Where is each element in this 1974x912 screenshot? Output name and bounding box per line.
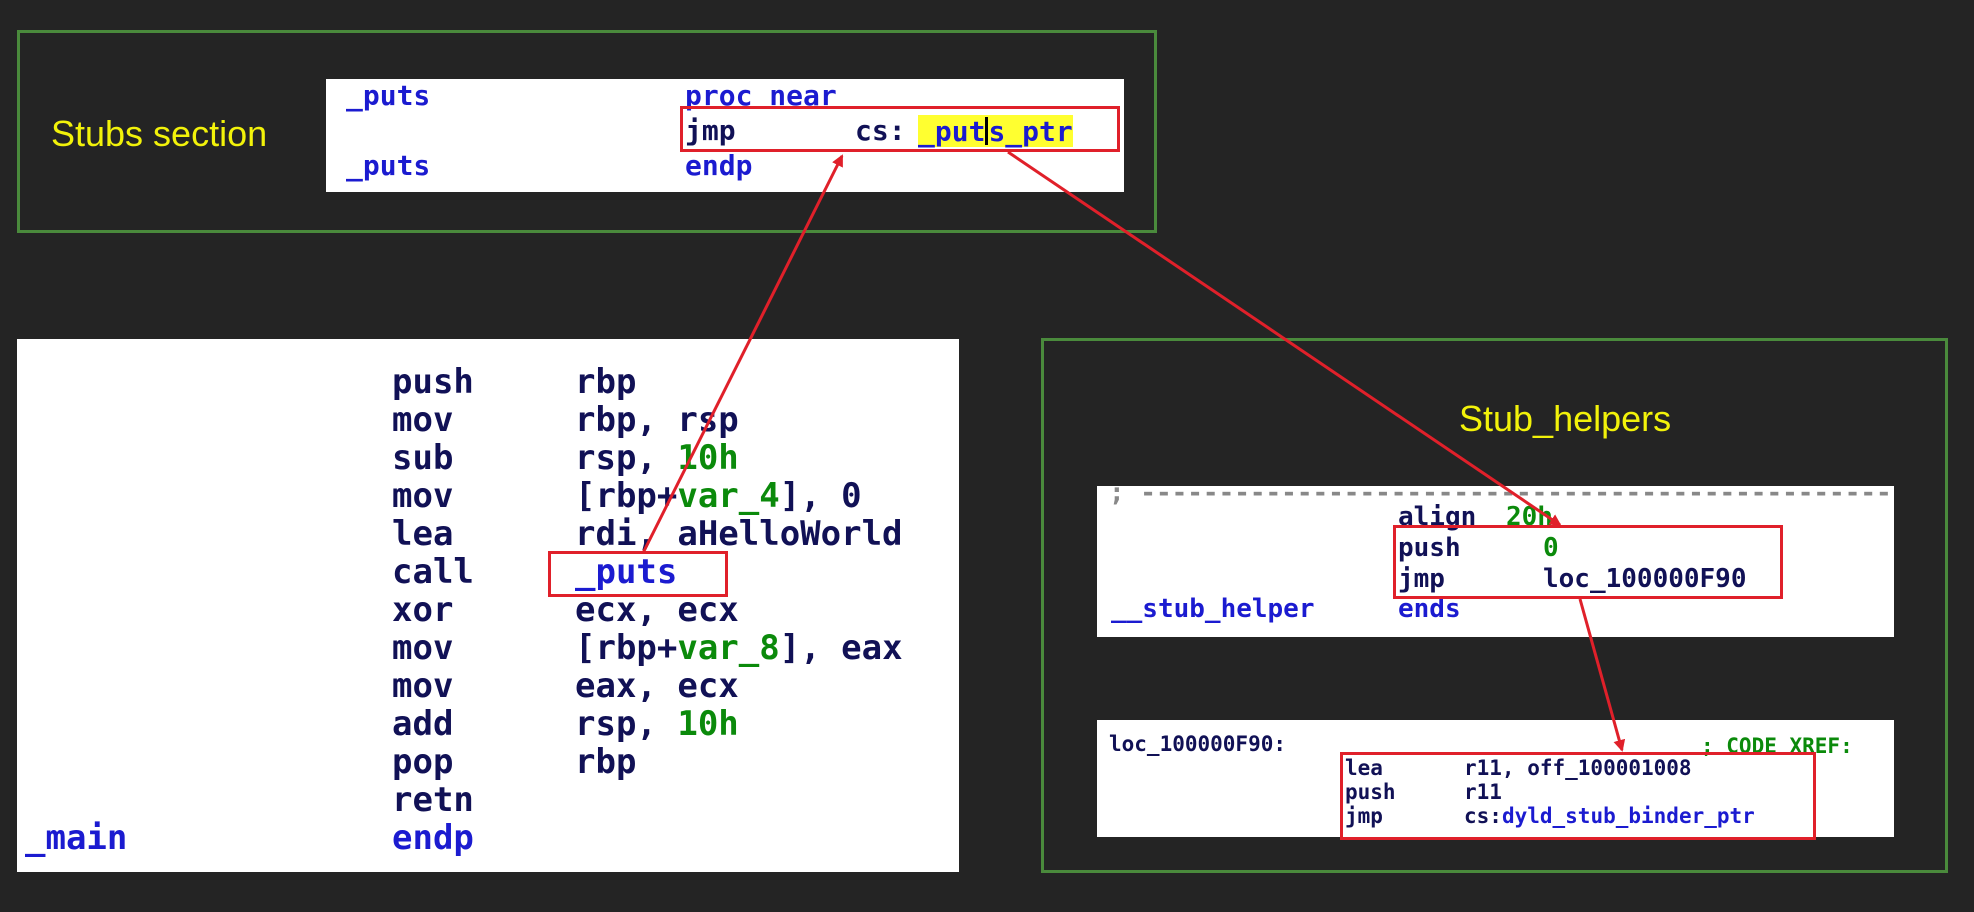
stub-helpers-label: Stub_helpers (1459, 398, 1672, 439)
main-op-add-imm: 10h (677, 704, 739, 744)
loc-jmp-instr: jmp (1345, 804, 1383, 828)
stubs-jmp-instr: jmp (685, 114, 736, 147)
stubs-proc-op: proc near (685, 79, 837, 112)
stubs-jmp-target-b: s_ptr (988, 115, 1073, 148)
main-op-call: _puts (575, 552, 678, 592)
helper-jmp-target: loc_100000F90 (1543, 564, 1747, 594)
main-instr-add: add (392, 704, 454, 744)
main-op-sub: rsp, 10h (575, 441, 739, 475)
helper-jmp-instr: jmp (1398, 564, 1445, 594)
main-instr-retn: retn (392, 780, 474, 820)
loc-jmp-seg: cs: (1464, 804, 1502, 828)
loc-label: loc_100000F90: (1109, 732, 1287, 756)
loc-push-op: r11 (1464, 780, 1502, 804)
main-instr-mov: mov (392, 476, 454, 516)
loc-lea-op: r11, off_100001008 (1464, 756, 1692, 780)
main-op-add-reg: rsp, (575, 704, 678, 744)
main-op-part: ], eax (779, 628, 903, 668)
loc-push-instr: push (1345, 780, 1396, 804)
loc-jmp-op: cs:dyld_stub_binder_ptr (1464, 806, 1755, 827)
main-op-push: rbp (575, 362, 637, 402)
loc-trailing: ; (1101, 832, 1114, 838)
main-instr-sub: sub (392, 438, 454, 478)
helper-push-val: 0 (1543, 533, 1559, 563)
main-op-sub-reg: rsp, (575, 438, 678, 478)
main-instr-mov: mov (392, 666, 454, 706)
main-op-mov: eax, ecx (575, 666, 739, 706)
main-op-part: ], 0 (779, 476, 862, 516)
stubs-jmp-seg: cs: (855, 114, 906, 147)
highlight-call-puts (548, 551, 728, 597)
helper-seg-name: __stub_helper (1111, 594, 1315, 624)
arrow-call-to-stub (641, 154, 844, 554)
stubs-endp-name: _puts (346, 149, 431, 182)
stub-helper-code-block: ; --------------------------------------… (1097, 486, 1894, 637)
loc-lea-instr: lea (1345, 756, 1383, 780)
loc-jmp-target: dyld_stub_binder_ptr (1501, 804, 1755, 828)
main-instr-endp: endp (392, 818, 474, 858)
stubs-jmp-target-a: _put (918, 115, 986, 148)
main-op-part: [rbp+ (575, 628, 678, 668)
main-op-part: [rbp+ (575, 476, 678, 516)
highlight-lea-push-jmp (1340, 752, 1816, 840)
loc-code-block: loc_100000F90: ; CODE XREF: lea r11, off… (1097, 720, 1894, 837)
stubs-section-label: Stubs section (51, 113, 268, 154)
stubs-section-panel (17, 30, 1157, 233)
main-instr-call: call (392, 552, 474, 592)
main-op-xor: ecx, ecx (575, 590, 739, 630)
main-op-var: var_4 (677, 476, 780, 516)
text-cursor (985, 117, 989, 145)
stubs-endp-op: endp (685, 149, 753, 182)
helper-seg-end: ends (1398, 594, 1461, 624)
main-instr-pop: pop (392, 742, 454, 782)
main-op-sub-imm: 10h (677, 438, 739, 478)
main-proc-name: _main (25, 818, 128, 858)
main-instr-mov: mov (392, 628, 454, 668)
arrow-jmp-to-loc (1578, 598, 1626, 752)
main-instr-lea: lea (392, 514, 454, 554)
main-op-var: var_8 (677, 628, 780, 668)
main-op-mov: rbp, rsp (575, 400, 739, 440)
loc-xref: ; CODE XREF: (1701, 734, 1853, 758)
main-op-pop: rbp (575, 742, 637, 782)
main-code-block: push rbp mov rbp, rsp sub rsp, 10h mov [… (17, 339, 959, 872)
highlight-push-jmp (1393, 525, 1783, 599)
arrow-ptr-to-helper (1007, 150, 1562, 527)
main-op-mov-var8: [rbp+var_8], eax (575, 631, 903, 665)
main-op-mov-var4: [rbp+var_4], 0 (575, 479, 862, 513)
highlight-jmp-puts-ptr (680, 106, 1120, 152)
main-instr-push: push (392, 362, 474, 402)
helper-push-instr: push (1398, 533, 1461, 563)
stubs-proc-name: _puts (346, 79, 431, 112)
main-instr-xor: xor (392, 590, 454, 630)
main-op-add: rsp, 10h (575, 707, 739, 741)
stub-helpers-panel (1041, 338, 1948, 873)
main-op-lea: rdi, aHelloWorld (575, 514, 903, 554)
main-instr-mov: mov (392, 400, 454, 440)
